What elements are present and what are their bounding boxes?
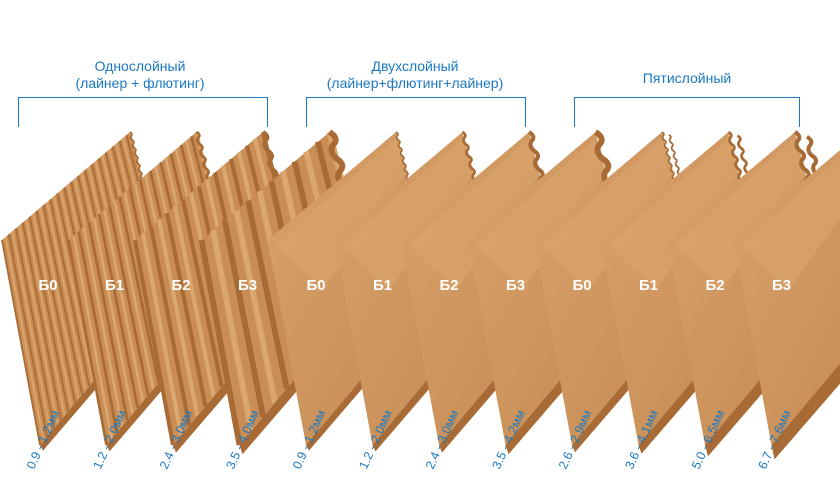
sheet-bottom-edge	[771, 363, 840, 460]
flute-ridge	[32, 213, 73, 408]
sheet-highlight	[409, 138, 541, 290]
flute-ridge	[42, 204, 84, 395]
sheet-label: Б2	[439, 277, 458, 294]
sheet-label: Б0	[306, 277, 325, 294]
flute-ridge	[87, 222, 129, 421]
flute-ridge	[165, 212, 208, 407]
sheet-highlight	[675, 138, 807, 290]
sheet-label: Б1	[373, 277, 392, 294]
flute-ridge	[67, 239, 108, 446]
flute-ridge	[157, 219, 200, 417]
flute-ridge	[108, 205, 150, 396]
group-title-double-layer: Двухслойный (лайнер+флютинг+лайнер)	[326, 58, 504, 91]
flute-ridge	[210, 229, 255, 432]
sheet-highlight	[342, 138, 475, 290]
sheet-label: Б1	[639, 277, 658, 294]
flute-ridge	[181, 199, 224, 388]
sheet-label: Б3	[772, 277, 791, 294]
sheet-label: Б0	[38, 277, 57, 294]
flute-ridge	[4, 236, 45, 441]
flute-ridge	[82, 226, 124, 427]
flute-ridge	[28, 216, 69, 412]
flute-ridge	[103, 209, 145, 402]
bracket-single-layer	[18, 97, 268, 127]
bracket-five-layer	[574, 97, 800, 127]
flute-ridge	[113, 200, 155, 390]
flute-ridge	[25, 219, 66, 416]
flute-ridge	[21, 222, 62, 421]
flute-ridge	[77, 231, 119, 433]
flute-ridge	[18, 225, 59, 425]
flute-ridge	[149, 226, 192, 427]
sheet-label: Б1	[105, 277, 124, 294]
sheet-label: Б3	[506, 277, 525, 294]
flute-ridge	[53, 196, 94, 383]
sheet-double-Б3	[733, 150, 840, 460]
group-title-five-layer: Пятислойный	[642, 70, 732, 86]
flute-ridge	[97, 213, 140, 409]
flute-ridge	[133, 239, 175, 446]
sheet-highlight	[608, 138, 741, 290]
flute-ridge	[49, 198, 91, 387]
sheet-highlight	[276, 138, 408, 290]
flute-ridge	[35, 210, 77, 404]
sheet-highlight	[475, 138, 608, 290]
flute-ridge	[173, 205, 216, 397]
flute-ridge	[1, 239, 41, 446]
sheet-label: Б0	[572, 277, 591, 294]
sheet-label: Б3	[238, 277, 257, 294]
sheet-highlight	[542, 138, 674, 290]
flute-ridge	[92, 218, 134, 415]
flute-ridge	[233, 209, 278, 404]
bracket-double-layer	[306, 97, 526, 127]
flute-ridge	[72, 235, 114, 440]
flute-ridge	[39, 207, 80, 400]
flute-ridge	[198, 239, 243, 446]
flute-ridge	[141, 232, 184, 436]
sheet-label: Б2	[705, 277, 724, 294]
flute-ridge	[118, 196, 160, 384]
flute-ridge	[221, 219, 267, 418]
flute-ridge	[11, 231, 52, 433]
flute-ridge	[8, 233, 48, 437]
flute-ridge	[245, 200, 290, 390]
sheet-highlight	[741, 157, 840, 290]
flute-ridge	[46, 201, 87, 391]
sheet-label: Б2	[171, 277, 190, 294]
group-title-single-layer: Однослойный (лайнер + флютинг)	[75, 58, 205, 91]
flute-ridge	[14, 228, 55, 429]
